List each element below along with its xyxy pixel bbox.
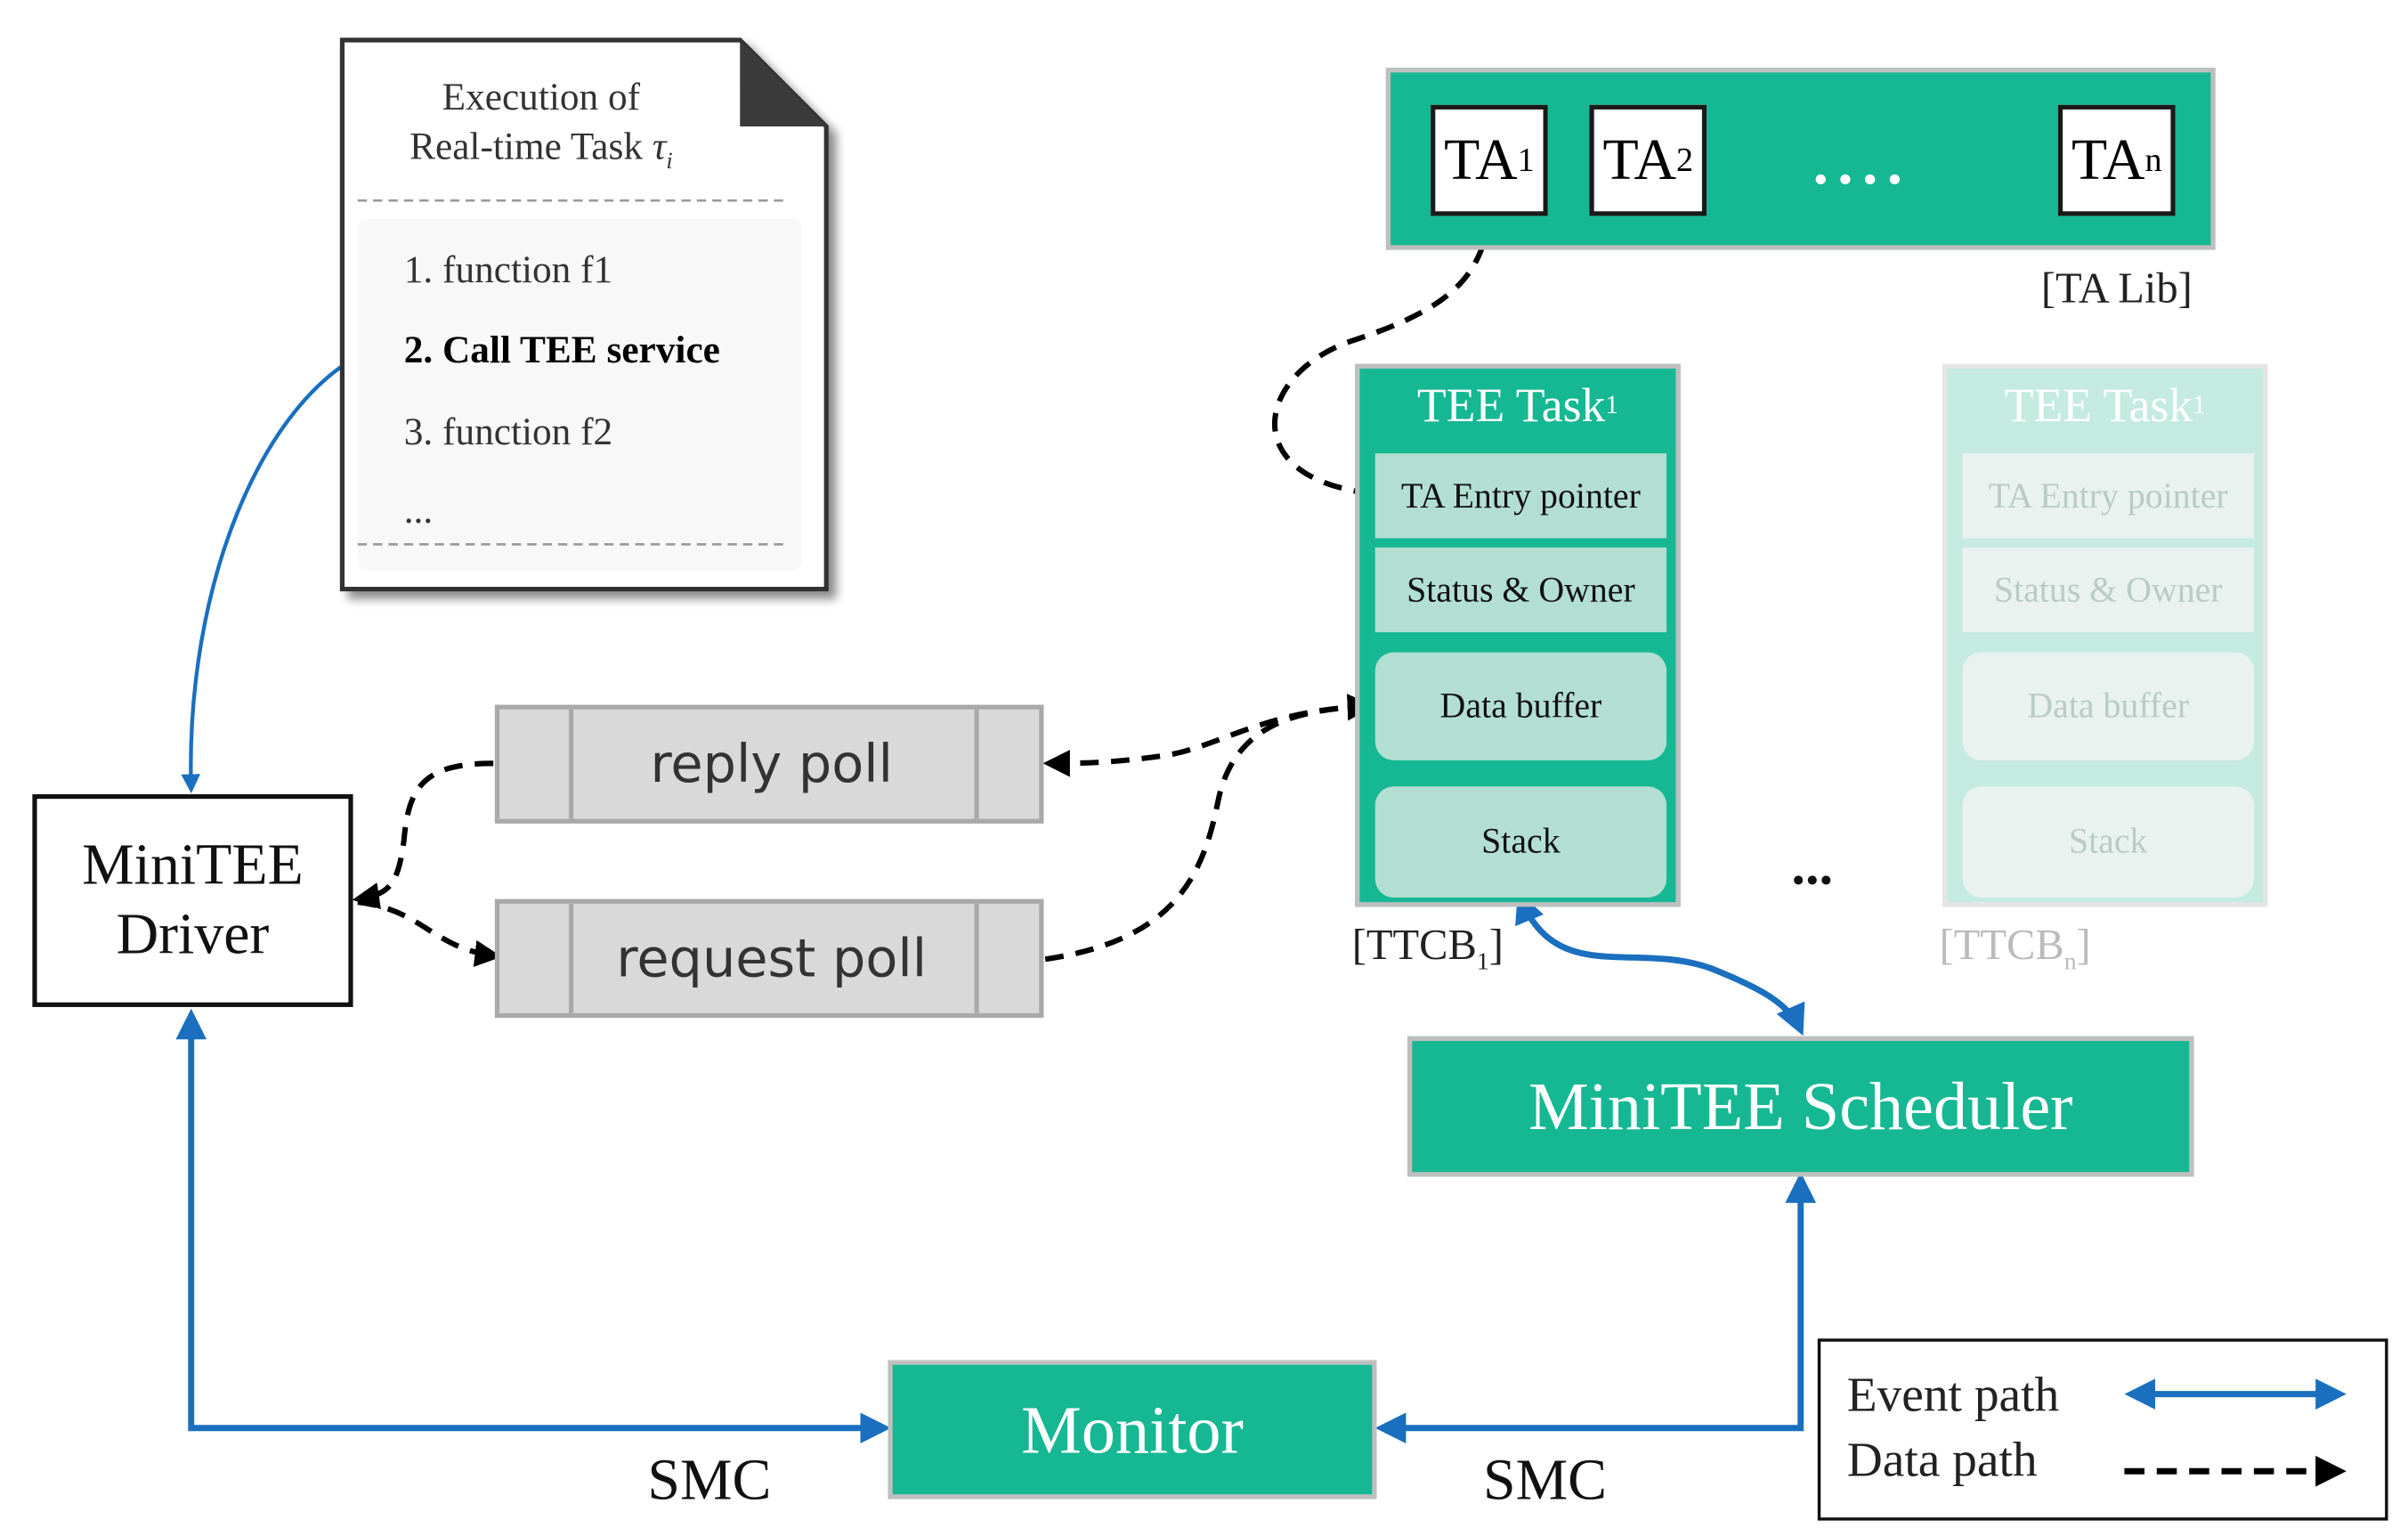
document-fold bbox=[740, 40, 827, 127]
request-poll-label: request poll bbox=[616, 927, 928, 990]
smc-label-left: SMC bbox=[647, 1448, 772, 1513]
data-path-driver-to-request bbox=[357, 899, 502, 967]
data-path-reply-to-driver bbox=[352, 760, 494, 910]
ttcb-1-entry-pointer: TA Entry pointer bbox=[1374, 453, 1667, 539]
driver-line1: MiniTEE bbox=[82, 833, 304, 898]
step-4: ... bbox=[403, 490, 434, 532]
ttcb-n-entry-pointer: TA Entry pointer bbox=[1962, 453, 2254, 539]
ta-lib-label: [TA Lib] bbox=[2040, 264, 2193, 313]
data-path-buffer-to-reply bbox=[1042, 703, 1369, 777]
ta-ellipsis: .... bbox=[1812, 127, 1912, 198]
step-1: 1. function f1 bbox=[403, 249, 613, 292]
ttcb-n-caption: [TTCBn] bbox=[1939, 922, 2091, 976]
document-title-line1: Execution of bbox=[442, 77, 641, 119]
reply-poll-right-divider bbox=[974, 709, 979, 819]
ttcb-1-caption: [TTCB1] bbox=[1351, 922, 1504, 976]
legend-event-label: Event path bbox=[1846, 1366, 2060, 1422]
reply-poll-left-cell bbox=[499, 709, 574, 819]
reply-poll: reply poll bbox=[494, 704, 1044, 824]
request-poll-left-cell bbox=[499, 903, 574, 1013]
reply-poll-label: reply poll bbox=[650, 733, 894, 795]
ttcb-1-data-buffer: Data buffer bbox=[1374, 652, 1667, 760]
event-path-ttcb-scheduler bbox=[1515, 891, 1805, 1036]
document-title: Execution of Real-time Task τi bbox=[342, 74, 740, 186]
document-steps: 1. function f1 2. Call TEE service 3. fu… bbox=[342, 0, 826, 589]
ttcb-1-status-owner: Status & Owner bbox=[1374, 547, 1667, 633]
request-poll: request poll bbox=[494, 898, 1044, 1019]
event-path-driver-monitor bbox=[175, 1008, 891, 1444]
minitee-scheduler: MiniTEE Scheduler bbox=[1407, 1036, 2194, 1177]
ttcb-1-stack: Stack bbox=[1374, 786, 1667, 898]
ttcb-ellipsis: ... bbox=[1791, 833, 1834, 897]
event-path-scheduler-monitor bbox=[1374, 1172, 1817, 1444]
legend-data-label: Data path bbox=[1846, 1431, 2038, 1487]
event-path-doc-driver bbox=[181, 349, 371, 794]
minitee-driver: MiniTEE Driver bbox=[32, 793, 353, 1007]
smc-label-right: SMC bbox=[1482, 1448, 1608, 1513]
ttcb-n-data-buffer: Data buffer bbox=[1962, 652, 2254, 760]
monitor: Monitor bbox=[888, 1360, 1377, 1499]
ttcb-n-status-owner: Status & Owner bbox=[1962, 547, 2254, 633]
driver-line2: Driver bbox=[116, 902, 270, 967]
request-poll-right-divider bbox=[974, 903, 979, 1013]
document-body-gradient bbox=[357, 218, 802, 571]
step-2: 2. Call TEE service bbox=[403, 329, 720, 372]
ttcb-n-stack: Stack bbox=[1962, 786, 2254, 898]
step-3: 3. function f2 bbox=[403, 411, 613, 454]
document-title-line2: Real-time Task τi bbox=[409, 126, 673, 175]
legend: Event path Data path bbox=[1817, 1338, 2388, 1521]
